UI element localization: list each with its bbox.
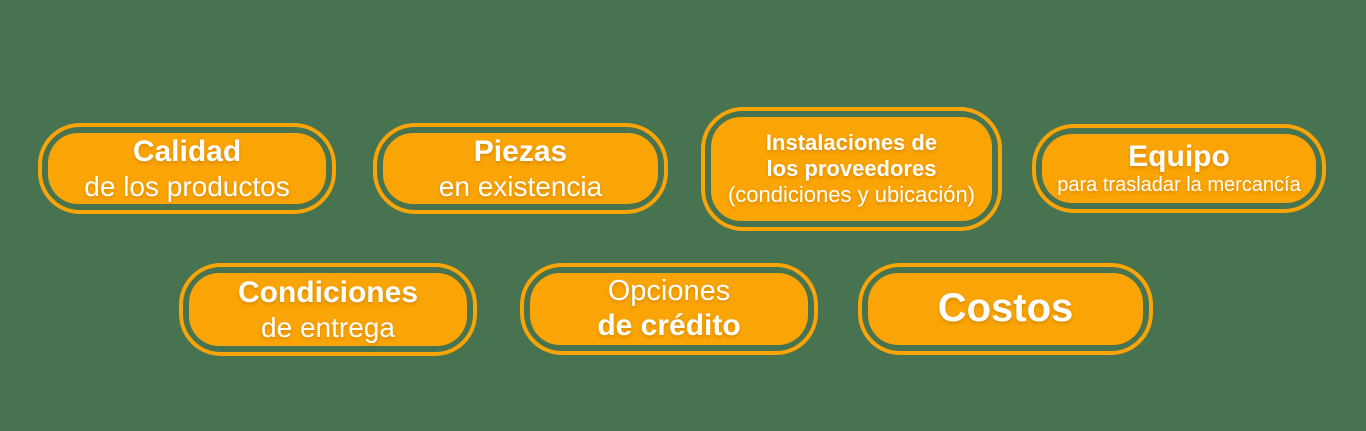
badge-line: de crédito <box>597 309 741 343</box>
badge-line: en existencia <box>438 170 603 202</box>
badge-line: Costos <box>937 286 1074 331</box>
badge-line: Piezas <box>473 135 568 169</box>
badge-line: Calidad <box>132 135 242 169</box>
badge-line: de entrega <box>261 311 395 343</box>
badge-line: de los productos <box>84 170 290 202</box>
badge-fill: Costos <box>868 273 1143 345</box>
badge-costos: Costos <box>858 263 1153 355</box>
badge-line: Instalaciones de <box>765 130 938 156</box>
badge-line: (condiciones y ubicación) <box>727 181 976 207</box>
badge-line: para trasladar la mercancía <box>1057 174 1301 197</box>
badge-line: Condiciones <box>237 276 418 310</box>
badge-line: Opciones <box>607 275 731 308</box>
badge-line: Equipo <box>1128 140 1230 173</box>
badge-line: los proveedores <box>766 156 937 182</box>
